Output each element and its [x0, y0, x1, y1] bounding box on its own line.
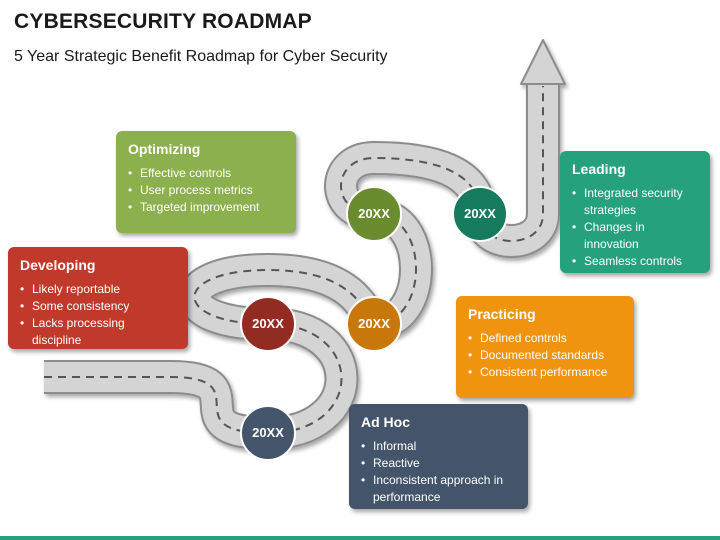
stage-title: Optimizing — [128, 141, 201, 157]
stage-card-developing: Developing Likely reportable Some consis… — [8, 247, 188, 349]
stage-title: Developing — [20, 257, 96, 273]
stage-item: Informal — [361, 438, 516, 455]
stage-title: Leading — [572, 161, 626, 177]
stage-item: Defined controls — [468, 330, 622, 347]
stage-year-practicing: 20XX — [358, 316, 390, 331]
stage-item: Inconsistent approach in performance — [361, 472, 516, 506]
stage-year-developing: 20XX — [252, 316, 284, 331]
stage-badge-optimizing — [346, 186, 402, 242]
stage-card-leading: Leading Integrated security strategies C… — [560, 151, 710, 273]
road-center-line — [44, 86, 544, 435]
page-subtitle: 5 Year Strategic Benefit Roadmap for Cyb… — [14, 48, 388, 65]
stage-title: Ad Hoc — [361, 414, 410, 430]
stage-item: Effective controls — [128, 165, 284, 182]
page-title: CYBERSECURITY ROADMAP — [14, 10, 312, 33]
stage-item: Documented standards — [468, 347, 622, 364]
stage-card-optimizing: Optimizing Effective controls User proce… — [116, 131, 296, 233]
stage-badge-developing — [240, 296, 296, 352]
stage-badge-practicing — [346, 296, 402, 352]
stage-item: Integrated security strategies — [572, 185, 698, 219]
stage-item: Targeted improvement — [128, 199, 284, 216]
stage-card-practicing: Practicing Defined controls Documented s… — [456, 296, 634, 398]
stage-item: Lacks processing discipline — [20, 315, 176, 349]
stage-year-ad-hoc: 20XX — [252, 425, 284, 440]
bottom-accent-bar — [0, 536, 720, 540]
stage-badge-ad-hoc — [240, 405, 296, 461]
stage-item: Changes in innovation — [572, 219, 698, 253]
stage-card-ad-hoc: Ad Hoc Informal Reactive Inconsistent ap… — [349, 404, 528, 509]
stage-title: Practicing — [468, 306, 536, 322]
stage-item: Likely reportable — [20, 281, 176, 298]
stage-item: Reactive — [361, 455, 516, 472]
stage-year-optimizing: 20XX — [358, 206, 390, 221]
stage-item: User process metrics — [128, 182, 284, 199]
stage-year-leading: 20XX — [464, 206, 496, 221]
stage-item: Seamless controls — [572, 253, 698, 270]
stage-item: Some consistency — [20, 298, 176, 315]
stage-badge-leading — [452, 186, 508, 242]
stage-item: Consistent performance — [468, 364, 622, 381]
